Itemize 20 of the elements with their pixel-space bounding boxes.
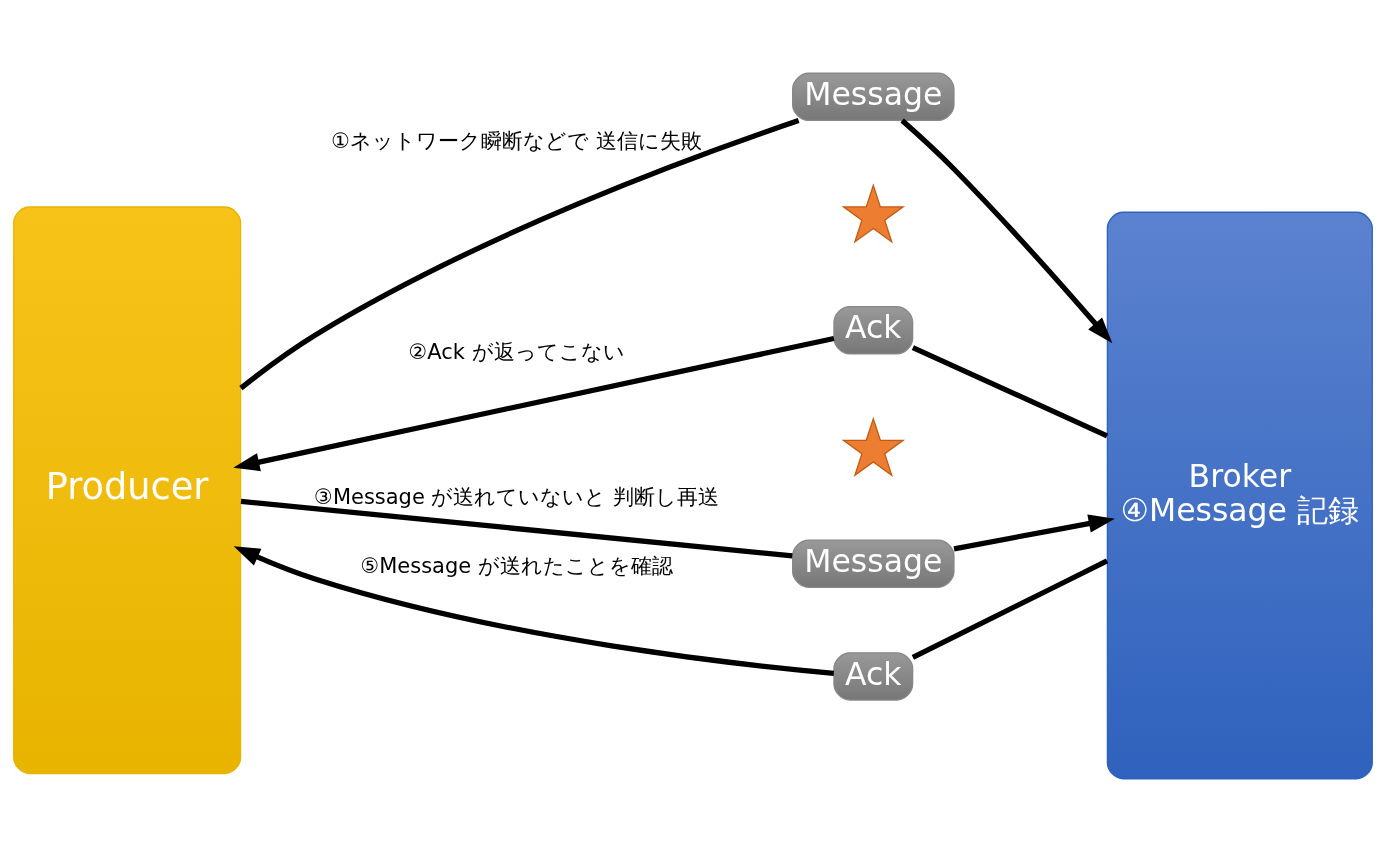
edge-label: ①ネットワーク瞬断などで 送信に失敗 [331,128,702,153]
node-box: Producer [13,206,242,775]
node-cross [841,183,906,244]
arrow [953,514,1115,552]
connector [239,118,800,391]
arrow [233,546,835,676]
edge-label: ⑤Message が送れたことを確認 [360,553,673,578]
arrow [900,118,1113,344]
node-box: Ack [833,306,914,355]
node-cross [841,416,906,477]
connector [911,558,1109,660]
arrow [233,335,835,472]
connector [240,498,793,559]
node-box: Ack [833,652,914,701]
edge-label: ②Ack が返ってこない [408,339,625,364]
node-box: Message [792,72,955,122]
connector [911,345,1109,439]
edge-label: ③Message が送れていないと 判断し再送 [314,485,720,510]
node-box: Broker ④Message 記録 [1106,211,1373,780]
node-box: Message [792,539,955,588]
